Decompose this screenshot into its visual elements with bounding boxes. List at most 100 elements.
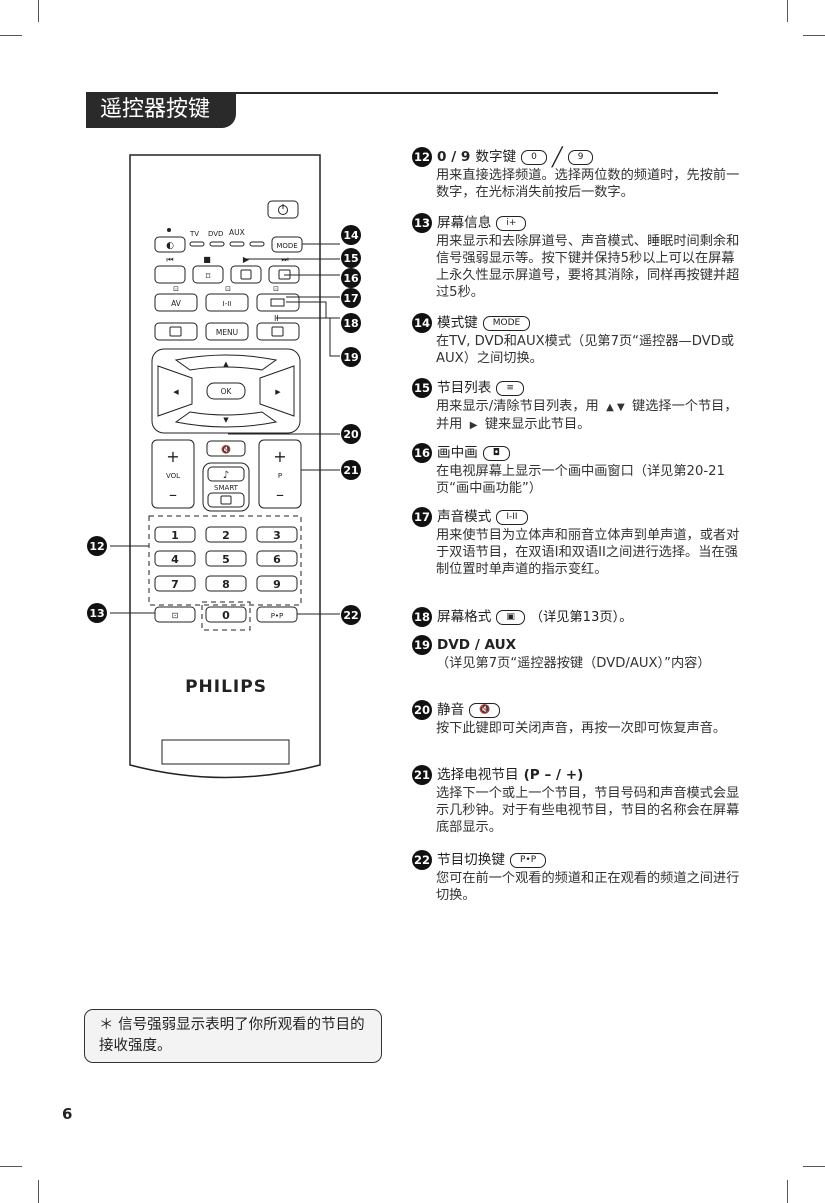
digit-label: 2	[222, 529, 230, 542]
entry-description: 您可在前一个观看的频道和正在观看的频道之间进行切换。	[436, 871, 740, 903]
led-extra	[249, 241, 265, 247]
led-aux	[229, 241, 245, 247]
mute-key-icon: 🔇	[469, 702, 501, 718]
smart-label: SMART	[214, 484, 239, 492]
callout-number: 21	[412, 765, 432, 785]
entry-description: （详见第7页“遥控器按键（DVD/AUX）”内容）	[436, 656, 711, 671]
callout-14	[341, 225, 361, 245]
pip-key-icon: ◘	[482, 445, 510, 461]
entry-name: 选择电视节目	[437, 766, 519, 783]
entry-description: 在TV, DVD和AUX模式（见第7页“遥控器—DVD或AUX）之间切换。	[436, 334, 735, 366]
svg-text:◀: ◀	[173, 388, 179, 396]
callout-label: 16	[343, 272, 359, 285]
teletext-button	[256, 322, 300, 341]
crop-mark	[38, 1180, 39, 1203]
mode-label-tv: TV	[189, 230, 199, 238]
list-key-icon: ≡	[496, 380, 524, 396]
list-button	[230, 265, 262, 284]
callout-20	[341, 424, 361, 444]
entry-name: 声音模式	[437, 508, 492, 525]
entry-18: 18 屏幕格式 ▣ （详见第13页）。	[412, 607, 742, 627]
callout-label: 17	[343, 292, 358, 305]
desc-part: 用来显示/清除节目列表，用	[436, 399, 599, 414]
sound-mode-button	[205, 293, 249, 312]
digit-button-3	[256, 526, 298, 543]
callout-13	[87, 603, 107, 623]
title-rule	[86, 92, 718, 94]
callout-label: 13	[89, 607, 104, 620]
digit-label: 4	[171, 553, 179, 566]
standby-button	[154, 236, 186, 253]
svg-text:–: –	[169, 485, 177, 504]
callout-15	[341, 248, 361, 268]
callout-number: 17	[412, 507, 432, 527]
digit-label: 5	[222, 553, 230, 566]
entry-note: （详见第13页）。	[529, 609, 633, 625]
mode-button-label: MODE	[276, 242, 297, 250]
digit-label: 0	[222, 609, 230, 622]
entry-name-suffix: 数字键	[475, 148, 517, 165]
entry-name-suffix: (P – / +)	[523, 766, 584, 783]
callout-number: 19	[412, 635, 432, 655]
digit-button-4	[154, 550, 196, 567]
entry-13: 13 屏幕信息 i+ 用来显示和去除屏道号、声音模式、睡眠时间剩余和信号强弱显示…	[412, 213, 742, 301]
callout-number: 14	[412, 313, 432, 333]
digit-button-5	[205, 550, 247, 567]
entry-name: 0 / 9	[437, 148, 471, 165]
nav-left	[157, 365, 193, 417]
nav-right	[259, 365, 295, 417]
callout-label: 18	[343, 317, 358, 330]
callout-label: 21	[343, 464, 358, 477]
menu-button-label: MENU	[216, 328, 238, 337]
callout-number: 16	[412, 443, 432, 463]
svg-text:◐: ◐	[166, 241, 174, 251]
vol-label: VOL	[166, 472, 180, 480]
digit-button-6	[256, 550, 298, 567]
mode-key-icon: MODE	[482, 315, 531, 331]
callout-18	[341, 313, 361, 333]
entry-21: 21 选择电视节目 (P – / +) 选择下一个或上一个节目，节目号码和声音模…	[412, 765, 742, 836]
callout-label: 19	[343, 351, 358, 364]
sound-key-icon: I-II	[496, 509, 528, 525]
pp-button-label: P•P	[271, 612, 284, 620]
sleep-button	[154, 265, 186, 284]
callout-label: 15	[343, 252, 358, 265]
desc-part: 键选择一个节目，并用	[436, 399, 738, 432]
svg-text:⊡: ⊡	[173, 285, 179, 293]
digit-button-1	[154, 526, 196, 543]
power-button	[267, 200, 299, 219]
callout-label: 12	[89, 540, 104, 553]
indicator-dot	[167, 228, 171, 232]
picture-button	[154, 322, 198, 341]
crop-mark	[787, 0, 788, 22]
entry-17: 17 声音模式 I-II 用来使节目为立体声和丽音立体声到单声道，或者对于双语节…	[412, 507, 742, 578]
callout-label: 20	[343, 428, 359, 441]
crop-mark	[38, 0, 39, 22]
mode-label-dvd: DVD	[208, 230, 223, 238]
ok-button-label: OK	[221, 387, 233, 396]
nav-down	[174, 411, 278, 428]
svg-text:+: +	[166, 447, 179, 466]
ok-button	[206, 382, 246, 400]
digit-label: 6	[273, 553, 281, 566]
entry-name: 屏幕信息	[437, 214, 492, 231]
callout-number: 20	[412, 700, 432, 720]
callout-number: 22	[412, 850, 432, 870]
slash: ╱	[551, 146, 563, 168]
digit-button-8	[205, 575, 247, 592]
info-key-icon: i+	[496, 215, 527, 231]
callout-number: 13	[412, 213, 432, 233]
callout-12	[87, 536, 107, 556]
entry-19: 19 DVD / AUX （详见第7页“遥控器按键（DVD/AUX）”内容）	[412, 635, 742, 672]
digit-button-0	[205, 606, 247, 623]
crop-mark	[787, 1180, 788, 1203]
digit-button-2	[205, 526, 247, 543]
svg-text:⊡: ⊡	[225, 285, 231, 293]
entry-14: 14 模式键 MODE 在TV, DVD和AUX模式（见第7页“遥控器—DVD或…	[412, 313, 742, 367]
entry-name: 节目列表	[437, 379, 492, 396]
format-button	[192, 265, 224, 284]
svg-text:–: –	[276, 485, 284, 504]
remote-diagram: TV DVD AUX ◐ MODE ⏮ ■ ▶ ⏭ ⌑ ⊡ ⊡ ⊡ AV I-I…	[87, 154, 361, 779]
footnote-box: ＊ 信号强弱显示表明了你所观看的节目的接收强度。	[84, 1009, 382, 1063]
callout-17	[341, 288, 361, 308]
